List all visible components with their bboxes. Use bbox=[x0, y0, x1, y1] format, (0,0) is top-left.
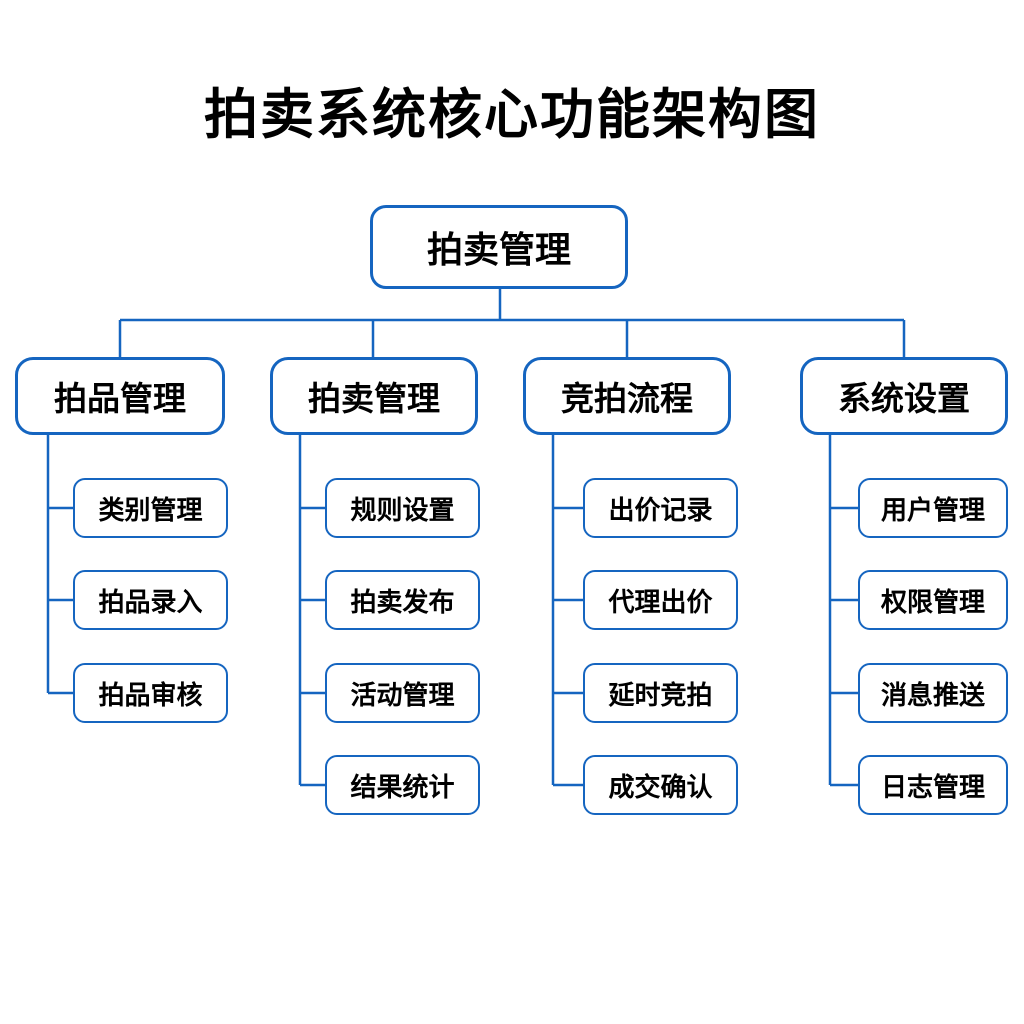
leaf-node-label: 消息推送 bbox=[880, 680, 985, 711]
leaf-node-message-push: 消息推送 bbox=[858, 663, 1008, 723]
root-bus-connector bbox=[118, 288, 906, 357]
branch-node-bidding-process: 竞拍流程 bbox=[523, 357, 731, 435]
leaf-node-label: 拍卖发布 bbox=[350, 587, 455, 618]
leaf-node-label: 类别管理 bbox=[98, 495, 203, 526]
leaf-node-label: 用户管理 bbox=[880, 495, 985, 526]
leaf-node-label: 活动管理 bbox=[350, 680, 455, 711]
leaf-node-label: 规则设置 bbox=[350, 495, 455, 526]
leaf-node-label: 成交确认 bbox=[608, 772, 713, 803]
branch-node-label: 拍卖管理 bbox=[308, 379, 440, 418]
branch-node-label: 系统设置 bbox=[838, 379, 970, 418]
leaf-node-item-entry: 拍品录入 bbox=[73, 570, 228, 630]
branch-node-label: 拍品管理 bbox=[54, 379, 186, 418]
branch-node-label: 竞拍流程 bbox=[561, 379, 693, 418]
leaf-node-log-management: 日志管理 bbox=[858, 755, 1008, 815]
root-node: 拍卖管理 bbox=[370, 205, 628, 289]
leaf-node-label: 日志管理 bbox=[880, 772, 985, 803]
leaf-node-bid-records: 出价记录 bbox=[583, 478, 738, 538]
leaf-node-label: 拍品录入 bbox=[98, 587, 203, 618]
leaf-node-proxy-bidding: 代理出价 bbox=[583, 570, 738, 630]
leaf-node-label: 拍品审核 bbox=[98, 680, 203, 711]
leaf-node-label: 代理出价 bbox=[608, 587, 713, 618]
branch4-child-connectors bbox=[828, 435, 858, 787]
branch3-child-connectors bbox=[551, 435, 583, 787]
branch-node-item-management: 拍品管理 bbox=[15, 357, 225, 435]
page-title: 拍卖系统核心功能架构图 bbox=[204, 83, 820, 146]
leaf-node-user-management: 用户管理 bbox=[858, 478, 1008, 538]
leaf-node-auction-publish: 拍卖发布 bbox=[325, 570, 480, 630]
leaf-node-activity-management: 活动管理 bbox=[325, 663, 480, 723]
leaf-node-permission-management: 权限管理 bbox=[858, 570, 1008, 630]
leaf-node-item-review: 拍品审核 bbox=[73, 663, 228, 723]
leaf-node-label: 出价记录 bbox=[608, 495, 713, 526]
leaf-node-label: 结果统计 bbox=[350, 772, 455, 803]
leaf-node-label: 权限管理 bbox=[880, 587, 985, 618]
leaf-node-result-statistics: 结果统计 bbox=[325, 755, 480, 815]
branch2-child-connectors bbox=[298, 435, 325, 787]
root-node-label: 拍卖管理 bbox=[426, 230, 571, 271]
branch-node-auction-management: 拍卖管理 bbox=[270, 357, 478, 435]
branch-node-system-settings: 系统设置 bbox=[800, 357, 1008, 435]
leaf-node-category-management: 类别管理 bbox=[73, 478, 228, 538]
branch1-child-connectors bbox=[46, 435, 73, 695]
leaf-node-rule-settings: 规则设置 bbox=[325, 478, 480, 538]
leaf-node-extended-bidding: 延时竞拍 bbox=[583, 663, 738, 723]
leaf-node-deal-confirmation: 成交确认 bbox=[583, 755, 738, 815]
leaf-node-label: 延时竞拍 bbox=[608, 680, 713, 711]
